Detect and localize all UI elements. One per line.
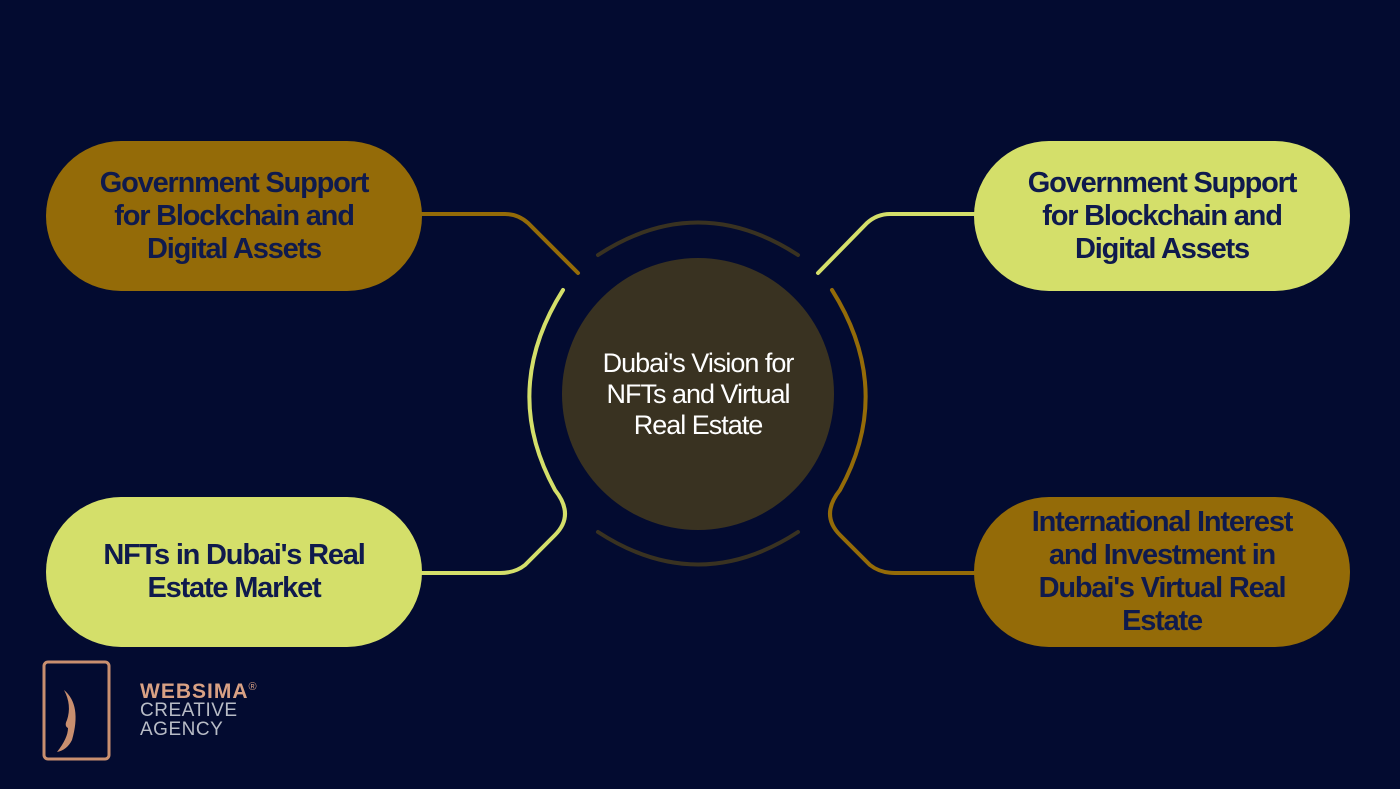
bottom-arc <box>596 530 800 567</box>
top-arc <box>596 220 800 257</box>
node-bottom-right: International Interest and Investment in… <box>974 497 1350 647</box>
node-top-left: Government Support for Blockchain and Di… <box>46 141 422 291</box>
node-label: Government Support for Blockchain and Di… <box>99 166 370 265</box>
brand-text: WEBSIMA® CREATIVE AGENCY <box>140 678 258 739</box>
brand-name: WEBSIMA <box>140 680 249 703</box>
brand-line-2: CREATIVE <box>140 700 238 721</box>
connector-bottom-left <box>418 288 567 575</box>
center-title: Dubai's Vision for NFTs and Virtual Real… <box>602 347 795 440</box>
node-top-right: Government Support for Blockchain and Di… <box>974 141 1350 291</box>
node-label: International Interest and Investment in… <box>1031 506 1294 637</box>
connector-top-right <box>816 212 977 275</box>
registered-mark: ® <box>248 681 258 693</box>
node-bottom-left: NFTs in Dubai's Real Estate Market <box>46 497 422 647</box>
node-label: NFTs in Dubai's Real Estate Market <box>103 539 365 604</box>
center-node: Dubai's Vision for NFTs and Virtual Real… <box>562 258 834 530</box>
brand-line-3: AGENCY <box>140 719 224 740</box>
websima-logo-icon <box>42 660 111 761</box>
connector-bottom-right <box>828 288 977 575</box>
node-label: Government Support for Blockchain and Di… <box>1027 166 1298 265</box>
connector-top-left <box>418 212 580 275</box>
